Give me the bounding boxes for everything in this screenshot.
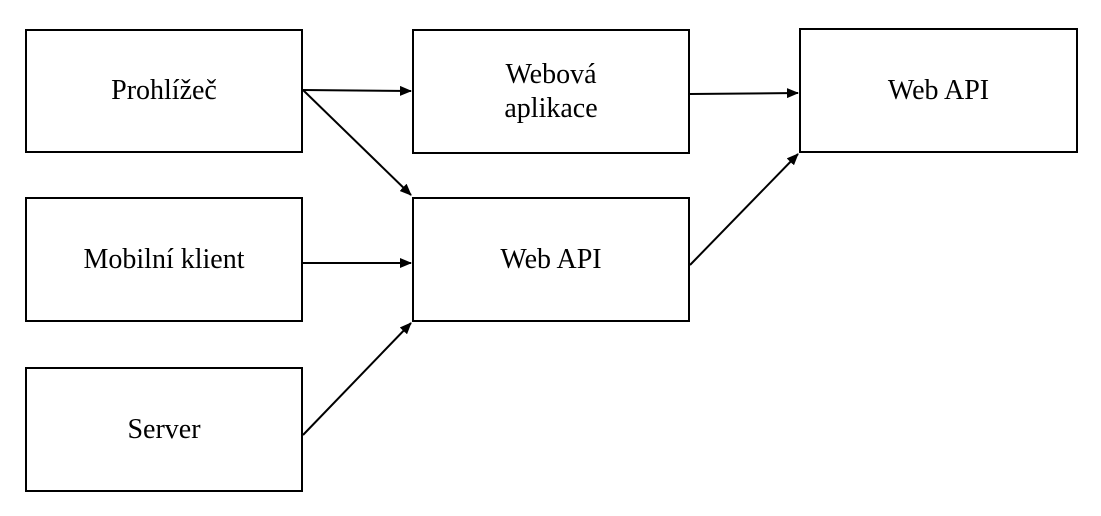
edge-browser-to-webapp [302,85,412,96]
edge-server-to-webapi [302,322,412,436]
node-server-label: Server [127,413,201,445]
edge-webapp-to-backend-api [689,88,799,99]
node-web-application: Webová aplikace [412,29,690,154]
node-browser-label: Prohlížeč [111,75,217,106]
node-browser: Prohlížeč [25,29,303,153]
node-web-api-client: Web API [412,197,690,322]
node-web-application-label: Webová aplikace [504,58,598,124]
node-mobile-client-label: Mobilní klient [83,243,245,275]
edge-browser-to-webapi [302,89,412,196]
edge-webapi-to-backend-api [689,153,799,266]
node-mobile-client: Mobilní klient [25,197,303,322]
node-web-api-backend: Web API [799,28,1078,153]
node-web-api-backend-label: Web API [887,74,990,106]
node-server: Server [25,367,303,492]
node-web-api-client-label: Web API [500,243,602,275]
